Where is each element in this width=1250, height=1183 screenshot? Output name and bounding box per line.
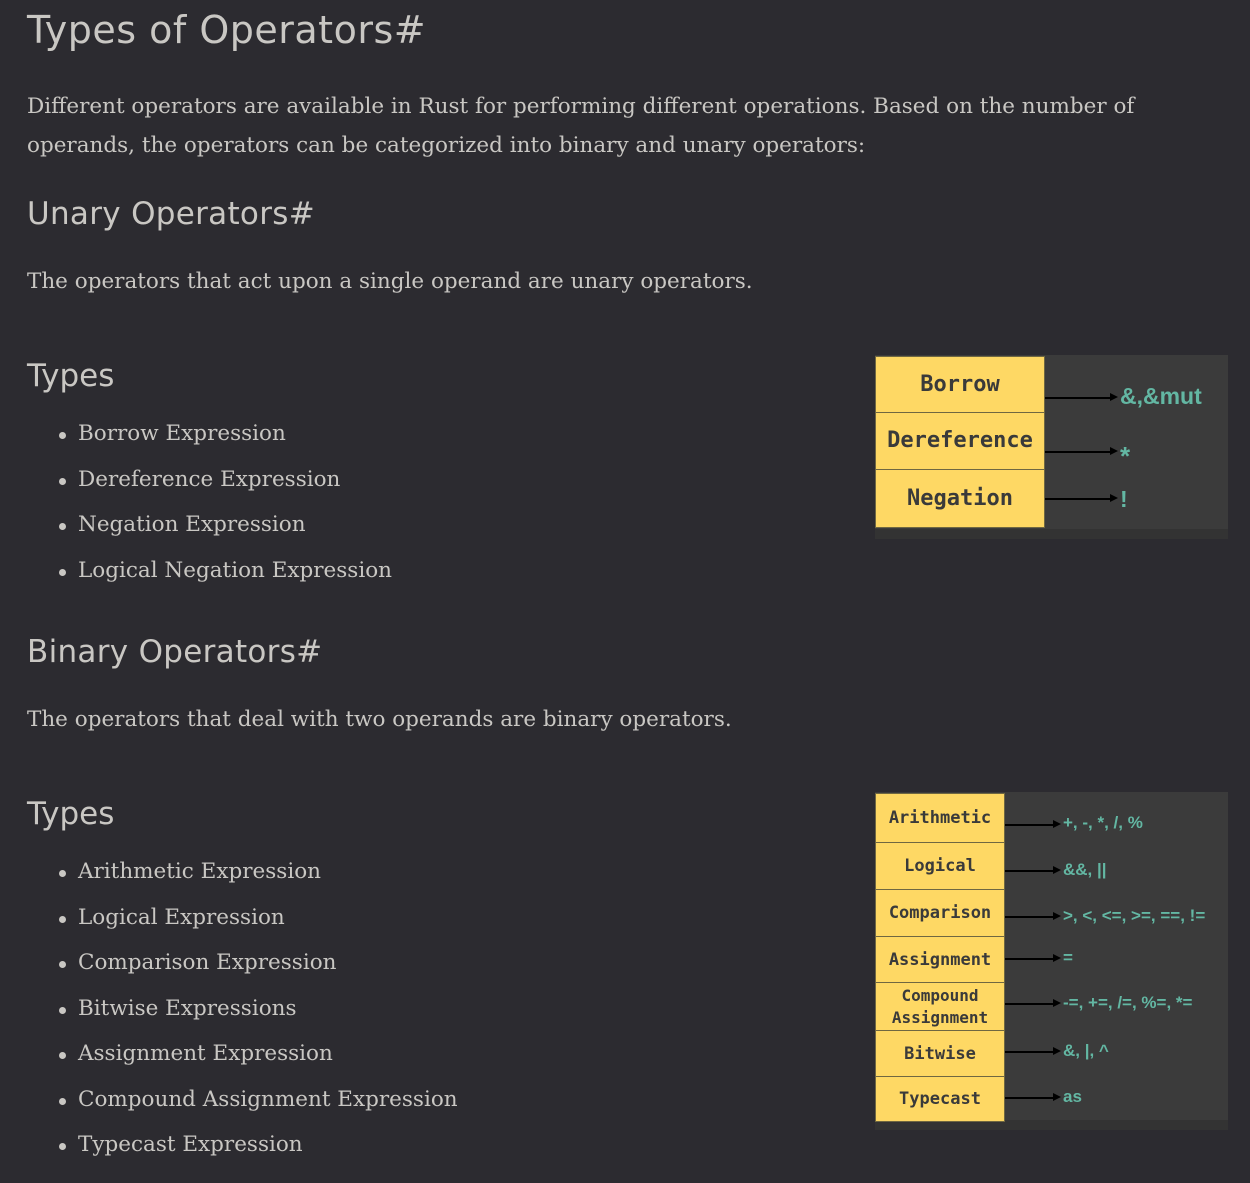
diagram-base [875,1120,1228,1130]
operator-box: Typecast [875,1076,1005,1122]
binary-operators-diagram: Arithmetic +, -, *, /, % Logical &&, || Comp… [875,792,1228,1130]
diagram-base [875,529,1228,539]
list-item: Typecast Expression [0,1129,458,1175]
binary-description: The operators that deal with two operand… [27,707,732,732]
operator-box: Logical [875,842,1005,890]
operator-symbol: &, |, ^ [1063,1041,1109,1060]
list-item: Logical Negation Expression [0,555,392,601]
binary-heading: Binary Operators# [27,634,323,670]
arrow-connector [1005,1048,1061,1054]
unary-types-list: Borrow Expression Dereference Expression… [0,418,392,600]
unary-description: The operators that act upon a single ope… [27,269,753,294]
operator-box: Comparison [875,889,1005,937]
unary-heading: Unary Operators# [27,196,315,232]
arrow-connector [1045,495,1118,501]
operator-symbol: = [1063,948,1073,967]
arrow-connector [1005,955,1061,961]
list-item: Arithmetic Expression [0,856,458,902]
binary-types-heading: Types [27,796,115,832]
binary-types-list: Arithmetic Expression Logical Expression… [0,856,458,1175]
operator-box: Dereference [875,412,1045,470]
operator-box: Arithmetic [875,793,1005,843]
operator-symbol: * [1120,441,1131,471]
operator-box: Compound Assignment [875,982,1005,1031]
list-item: Borrow Expression [0,418,392,464]
operator-symbol: ! [1120,486,1128,512]
arrow-connector [1045,448,1118,454]
arrow-connector [1045,394,1118,400]
operator-box: Bitwise [875,1030,1005,1077]
operator-box: Assignment [875,936,1005,983]
arrow-connector [1005,1094,1061,1100]
arrow-connector [1005,913,1061,919]
arrow-connector [1005,821,1061,827]
operator-symbol: +, -, *, /, % [1063,813,1143,832]
list-item: Negation Expression [0,509,392,555]
list-item: Comparison Expression [0,947,458,993]
arrow-connector [1005,1000,1061,1006]
operator-symbol: &,&mut [1120,383,1202,409]
list-item: Dereference Expression [0,464,392,510]
operator-symbol: >, <, <=, >=, ==, != [1063,906,1206,925]
operator-symbol: -=, +=, /=, %=, *= [1063,993,1193,1012]
operator-symbol: as [1063,1087,1082,1106]
page-title: Types of Operators# [27,8,427,52]
unary-types-heading: Types [27,358,115,394]
list-item: Logical Expression [0,902,458,948]
list-item: Assignment Expression [0,1038,458,1084]
operator-box: Negation [875,469,1045,528]
operator-box: Borrow [875,356,1045,413]
arrow-connector [1005,867,1061,873]
intro-paragraph: Different operators are available in Rus… [27,94,1135,158]
list-item: Bitwise Expressions [0,993,458,1039]
list-item: Compound Assignment Expression [0,1084,458,1130]
operator-symbol: &&, || [1063,860,1107,879]
